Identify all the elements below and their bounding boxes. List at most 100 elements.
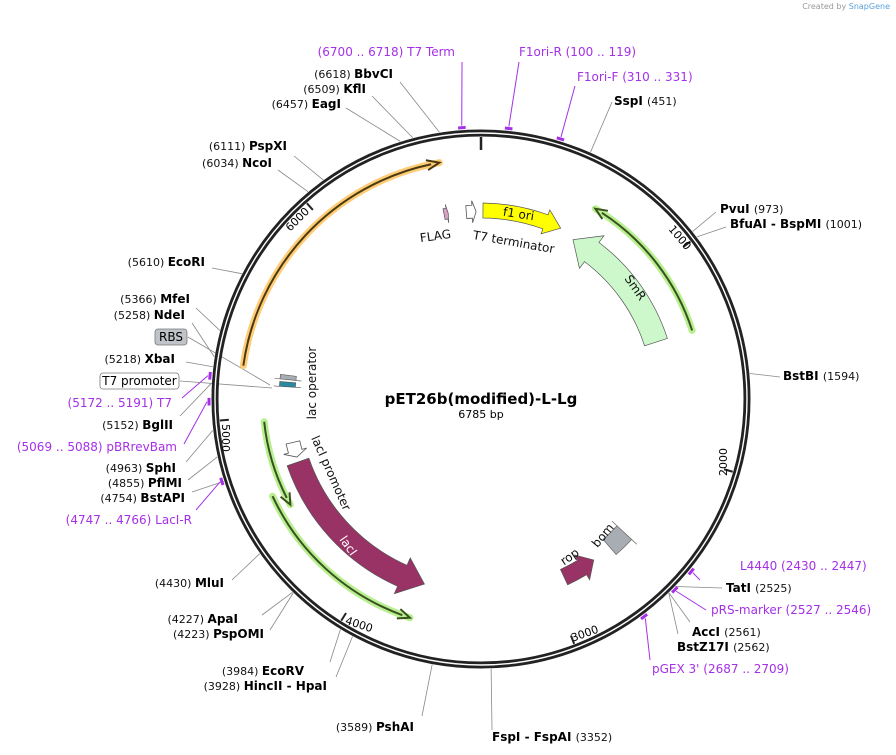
enzyme-name: EagI [312,97,341,111]
enzyme-name: SphI [146,461,176,475]
enzyme-leader-line [187,456,218,481]
enzyme-site-sphi[interactable]: (4963) SphI [106,461,176,475]
primer-f1ori-f[interactable]: F1ori-F (310 .. 331) [577,70,693,84]
enzyme-name: BstZ17I [677,640,733,654]
lac-operator-box-1 [274,374,302,382]
enzyme-leader-line [749,373,781,378]
enzyme-position: (451) [647,95,677,108]
feature-leader-line [179,380,273,389]
enzyme-leader-line [179,382,212,417]
enzyme-position: (5610) [128,256,168,269]
f1-ori-arrow [482,202,562,235]
enzyme-site-pshai[interactable]: (3589) PshAI [336,720,414,734]
enzyme-position: (4855) [108,477,148,490]
orf-arc-left-1 [263,421,288,499]
enzyme-leader-line [195,307,221,331]
enzyme-site-xbai[interactable]: (5218) XbaI [105,352,175,366]
enzyme-site-kfli[interactable]: (6509) KflI [303,82,366,96]
enzyme-leader-line [696,226,727,238]
primer-t7-term[interactable]: (6700 .. 6718) T7 Term [318,45,455,59]
enzyme-position: (3589) [336,721,376,734]
primer-leader-line [675,590,707,611]
enzyme-site-acci[interactable]: AccI (2561) [692,625,761,639]
tick-mark [340,612,347,622]
enzyme-site-ecori[interactable]: (5610) EcoRI [128,255,205,269]
enzyme-name: NcoI [242,156,272,170]
enzyme-name: MfeI [160,292,190,306]
tick-mark [682,240,692,248]
primer-l4440[interactable]: L4440 (2430 .. 2447) [740,559,867,573]
tick-mark [570,635,576,645]
enzyme-position: (5218) [105,353,145,366]
feature-box-t7-promoter[interactable]: T7 promoter [99,372,180,390]
plasmid-name: pET26b(modified)-L-Lg [385,390,578,408]
primer-marker [219,477,225,486]
enzyme-site-fspi[interactable]: FspI - FspAI (3352) [492,730,612,744]
tick-mark [723,468,733,473]
enzyme-position: (1001) [825,218,862,231]
enzyme-name: XbaI [145,352,175,366]
primer-t7[interactable]: (5172 .. 5191) T7 [68,396,172,410]
enzyme-site-bglii[interactable]: (5152) BglII [102,418,173,432]
enzyme-site-pvui[interactable]: PvuI (973) [720,202,783,216]
primer-marker [208,371,212,380]
enzyme-position: (3928) [204,680,244,693]
primer-prs-marker[interactable]: pRS-marker (2527 .. 2546) [711,603,871,617]
enzyme-site-ndei[interactable]: (5258) NdeI [114,308,185,322]
primer-pgex-3-[interactable]: pGEX 3' (2687 .. 2709) [652,662,789,676]
enzyme-site-hincii[interactable]: (3928) HincII - HpaI [204,679,327,693]
orf-arc-left-1-glow [260,418,294,509]
feature-box-frame [99,372,180,390]
enzyme-position: (3984) [222,665,262,678]
enzyme-name: PvuI [720,202,754,216]
enzyme-position: (4754) [100,492,140,505]
enzyme-position: (973) [754,203,784,216]
enzyme-site-bstz17i[interactable]: BstZ17I (2562) [677,640,770,654]
enzyme-leader-line [692,211,717,232]
primer-laci-r[interactable]: (4747 .. 4766) LacI-R [66,513,192,527]
enzyme-site-apai[interactable]: (4227) ApaI [167,612,238,626]
enzyme-name: PshAI [376,720,414,734]
enzyme-leader-line [490,668,493,731]
enzyme-site-bbvci[interactable]: (6618) BbvCI [314,67,393,81]
enzyme-position: (6457) [272,98,312,111]
enzyme-name: BstAPI [140,491,185,505]
tick-label: 5000 [219,424,232,452]
orange-orf-arc-glow [239,159,443,370]
enzyme-site-bstbi[interactable]: BstBI (1594) [783,369,859,383]
enzyme-position: (2561) [724,626,761,639]
primer-leader-line [181,375,209,399]
enzyme-leader-line [185,430,214,463]
feature-leader-line [187,336,271,386]
enzyme-site-mfei[interactable]: (5366) MfeI [120,292,190,306]
enzyme-site-mlui[interactable]: (4430) MluI [155,576,224,590]
orf-arc-left-2 [271,495,403,617]
enzyme-leader-line [185,361,214,368]
enzyme-site-ncoi[interactable]: (6034) NcoI [202,156,272,170]
snapgene-logo: SnapGene [848,2,890,11]
primer-pbrrevbam[interactable]: (5069 .. 5088) pBRrevBam [17,440,177,454]
laci-arrow [286,457,425,595]
feature-box-frame [154,328,188,346]
enzyme-position: (6034) [202,157,242,170]
enzyme-site-sspi[interactable]: SspI (451) [614,94,677,108]
enzyme-site-pflmi[interactable]: (4855) PflMI [108,476,182,490]
enzyme-site-pspxi[interactable]: (6111) PspXI [209,139,287,153]
enzyme-site-tati[interactable]: TatI (2525) [726,581,792,595]
enzyme-site-ecorv[interactable]: (3984) EcoRV [222,664,305,678]
enzyme-site-bfuai[interactable]: BfuAI - BspMI (1001) [730,217,862,231]
enzyme-site-bstapi[interactable]: (4754) BstAPI [100,491,185,505]
enzyme-site-pspomi[interactable]: (4223) PspOMI [173,627,264,641]
enzyme-position: (5258) [114,309,154,322]
primer-marker [504,126,513,131]
tick-mark [219,418,229,422]
enzyme-name: NdeI [154,308,185,322]
tick-mark [306,202,314,211]
orf-arc-right [601,211,694,331]
enzyme-name: PflMI [148,476,182,490]
primer-f1ori-r[interactable]: F1ori-R (100 .. 119) [519,45,636,59]
enzyme-site-eagi[interactable]: (6457) EagI [272,97,341,111]
feature-box-rbs[interactable]: RBS [154,328,188,346]
